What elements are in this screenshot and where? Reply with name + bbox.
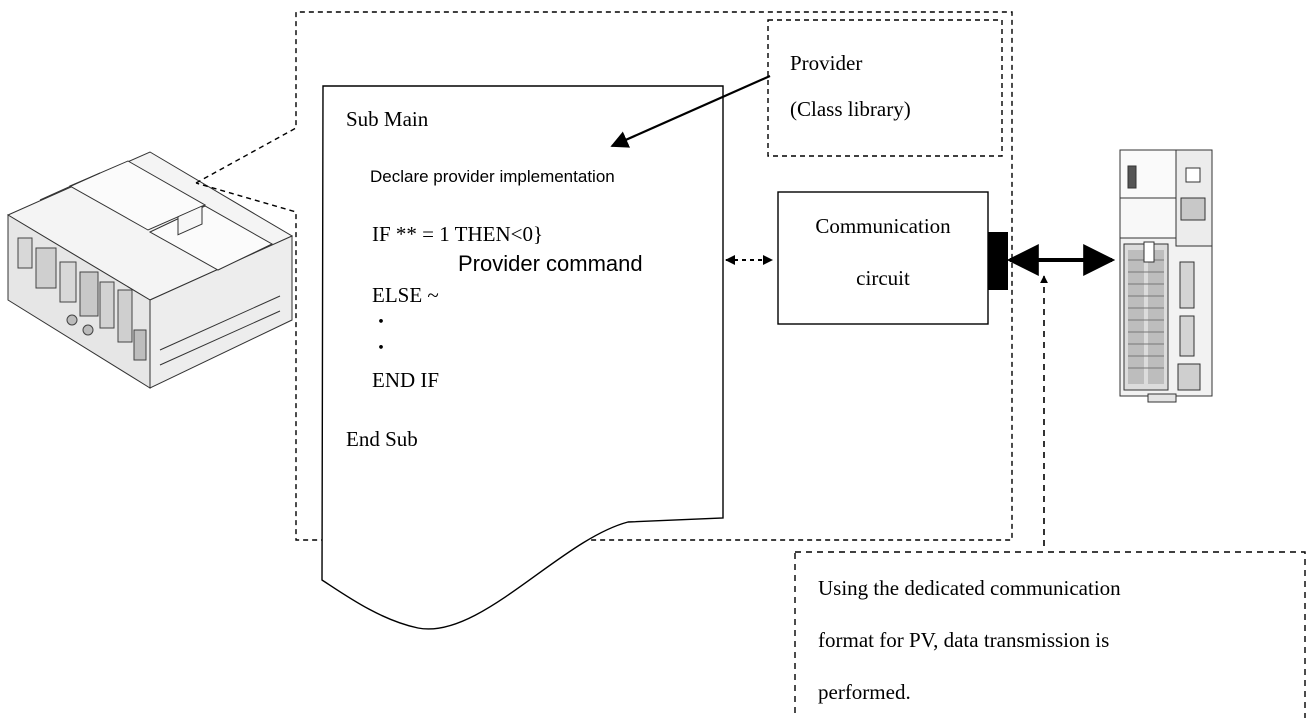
robot-controller-icon <box>6 151 294 389</box>
program-line-sub-main: Sub Main <box>346 107 429 131</box>
plc-device-icon <box>1119 149 1213 403</box>
program-line-dot-2: ・ <box>372 338 390 358</box>
program-line-provider-command: Provider command <box>458 251 643 276</box>
communication-circuit-box: Communication circuit <box>777 191 1008 325</box>
program-line-else: ELSE ~ <box>372 283 439 307</box>
program-line-if: IF ** = 1 THEN<0} <box>372 222 543 246</box>
program-document <box>321 85 724 630</box>
communication-title: Communication <box>815 214 951 238</box>
note-line-1: Using the dedicated communication <box>818 576 1121 600</box>
communication-subtitle: circuit <box>856 266 910 290</box>
provider-subtitle: (Class library) <box>790 97 911 121</box>
note-box: Using the dedicated communication format… <box>794 551 1306 718</box>
note-line-3: performed. <box>818 680 911 704</box>
program-line-declare: Declare provider implementation <box>370 167 615 186</box>
communication-port <box>988 232 1008 290</box>
provider-box: Provider (Class library) <box>767 19 1003 157</box>
program-listing: Sub Main Declare provider implementation… <box>346 107 643 451</box>
note-line-2: format for PV, data transmission is <box>818 628 1109 652</box>
provider-title: Provider <box>790 51 862 75</box>
provider-arrow <box>610 74 771 148</box>
program-line-dot-1: ・ <box>372 312 390 332</box>
callout-dashed-outline <box>195 11 1013 541</box>
program-line-end-if: END IF <box>372 368 439 392</box>
program-line-end-sub: End Sub <box>346 427 418 451</box>
